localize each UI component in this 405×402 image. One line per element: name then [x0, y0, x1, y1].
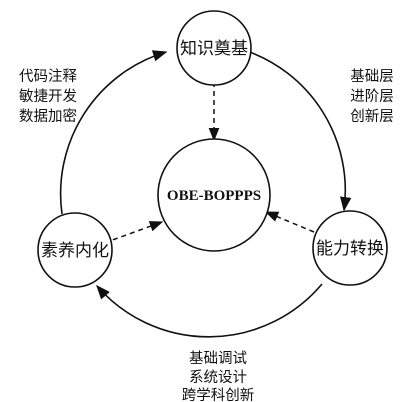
- side-text-bottom-line-3: 跨学科创新: [182, 387, 255, 402]
- right-node: 能力转换: [312, 210, 388, 286]
- arc-top-to-right: [243, 49, 352, 212]
- side-text-top-left-line-3: 数据加密: [19, 108, 77, 125]
- side-text-top-left: 代码注释 敏捷开发 数据加密: [19, 68, 77, 125]
- side-text-bottom: 基础调试 系统设计 跨学科创新: [182, 350, 255, 402]
- side-text-bottom-line-2: 系统设计: [189, 369, 247, 386]
- left-node-label: 素养内化: [41, 241, 109, 261]
- top-node-label: 知识奠基: [180, 39, 248, 59]
- right-node-label: 能力转换: [316, 239, 384, 259]
- side-text-top-right-line-3: 创新层: [350, 108, 394, 125]
- side-text-bottom-line-1: 基础调试: [189, 350, 247, 367]
- side-text-top-left-line-2: 敏捷开发: [19, 88, 77, 105]
- top-node: 知识奠基: [176, 10, 252, 86]
- center-node-label: OBE-BOPPPS: [167, 188, 261, 204]
- dash-arrow-right-to-center: [264, 211, 315, 233]
- side-text-top-left-line-1: 代码注释: [19, 68, 77, 85]
- side-text-top-right-line-2: 进阶层: [350, 88, 394, 105]
- arc-right-to-left: [96, 283, 323, 338]
- side-text-top-right-line-1: 基础层: [350, 68, 394, 85]
- arc-left-to-top: [59, 50, 168, 215]
- center-node: OBE-BOPPPS: [157, 138, 271, 252]
- left-node: 素养内化: [37, 212, 113, 288]
- side-text-top-right: 基础层 进阶层 创新层: [350, 68, 394, 125]
